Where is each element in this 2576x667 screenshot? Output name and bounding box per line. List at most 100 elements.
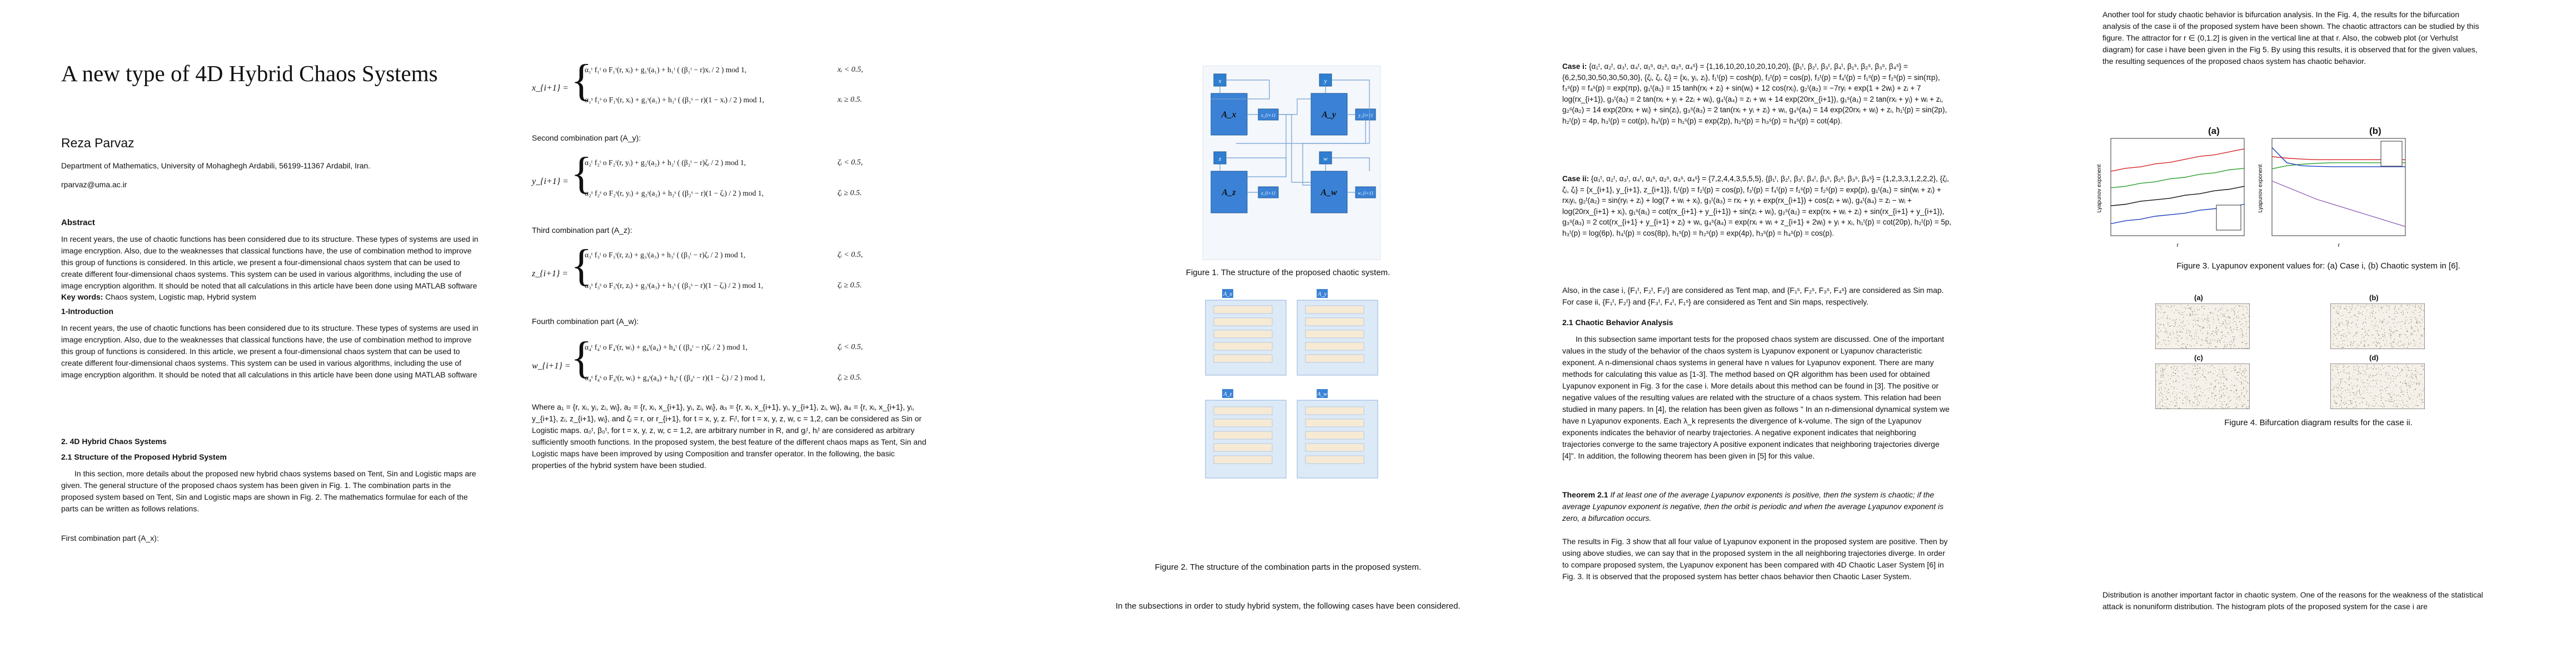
theorem: Theorem 2.1 If at least one of the avera… — [1562, 489, 1951, 524]
bifurcation-point — [2379, 342, 2380, 344]
bifurcation-point — [2189, 323, 2190, 324]
fig2-panel-az: A_z — [1205, 389, 1287, 479]
bifurcation-point — [2198, 377, 2199, 379]
bifurcation-point — [2241, 382, 2243, 384]
bifurcation-point — [2201, 332, 2203, 334]
bifurcation-point — [2341, 402, 2343, 403]
results-text: The results in Fig. 3 show that all four… — [1562, 537, 1948, 581]
bifurcation-point — [2409, 377, 2410, 378]
bifurcation-point — [2176, 330, 2177, 331]
bifurcation-point — [2184, 397, 2185, 399]
bifurcation-point — [2164, 406, 2165, 407]
bifurcation-point — [2416, 321, 2418, 322]
bifurcation-point — [2196, 386, 2197, 387]
bifurcation-point — [2209, 321, 2210, 322]
bifurcation-point — [2170, 378, 2171, 379]
bifurcation-point — [2415, 376, 2416, 377]
bifurcation-point — [2163, 369, 2164, 370]
bifurcation-point — [2180, 392, 2181, 393]
bifurcation-point — [2400, 328, 2401, 329]
bifurcation-point — [2346, 323, 2348, 325]
bifurcation-point — [2158, 337, 2159, 339]
section-2-1-chaotic-heading: 2.1 Chaotic Behavior Analysis — [1562, 318, 1673, 327]
bifurcation-point — [2243, 306, 2244, 307]
eq-z-line-2: α₃ˢ f₃ˢ o F₃ˢ(r, zᵢ) + g₃ˢ(a₃) + h₃ˢ ( (… — [585, 281, 764, 290]
bifurcation-point — [2231, 330, 2232, 331]
bifurcation-point — [2222, 407, 2223, 409]
bifurcation-point — [2186, 377, 2188, 379]
bifurcation-point — [2175, 373, 2176, 374]
bifurcation-point — [2403, 394, 2404, 395]
bifurcation-point — [2230, 400, 2231, 401]
bifurcation-point — [2171, 367, 2172, 368]
bifurcation-point — [2419, 339, 2420, 340]
bifurcation-point — [2176, 397, 2178, 399]
bifurcation-point — [2221, 325, 2223, 326]
bifurcation-point — [2196, 399, 2198, 400]
bifurcation-point — [2375, 341, 2376, 342]
bifurcation-point — [2365, 306, 2366, 307]
bifurcation-point — [2364, 346, 2365, 347]
case-ii-text: {α₁ᵗ, α₂ᵗ, α₃ᵗ, α₄ᵗ, α₁ˢ, α₂ˢ, α₃ˢ, α₄ˢ}… — [1562, 175, 1951, 237]
bifurcation-point — [2241, 306, 2243, 307]
bifurcation-point — [2184, 311, 2185, 312]
section-2-heading: 2. 4D Hybrid Chaos Systems — [61, 437, 167, 446]
bifurcation-point — [2207, 327, 2208, 328]
chaotic-analysis-text: In this subsection same important tests … — [1562, 335, 1950, 460]
bifurcation-point — [2238, 317, 2239, 318]
bifurcation-point — [2354, 385, 2355, 386]
bifurcation-point — [2339, 308, 2340, 310]
bifurcation-point — [2406, 384, 2407, 385]
bifurcation-point — [2208, 308, 2209, 309]
bifurcation-point — [2336, 396, 2337, 397]
bifurcation-point — [2334, 307, 2335, 308]
bifurcation-point — [2169, 334, 2170, 335]
bifurcation-point — [2399, 334, 2400, 335]
bifurcation-point — [2335, 335, 2336, 336]
bifurcation-point — [2358, 313, 2359, 314]
bifurcation-point — [2399, 387, 2400, 388]
figure-2-caption: Figure 2. The structure of the combinati… — [1154, 563, 1422, 572]
bifurcation-point — [2176, 402, 2178, 404]
bifurcation-point — [2176, 337, 2177, 339]
bifurcation-point — [2223, 385, 2224, 386]
intro-text: In recent years, the use of chaotic func… — [61, 323, 479, 379]
bifurcation-point — [2344, 344, 2345, 345]
eq-y-cond-2: ζᵢ ≥ 0.5. — [838, 189, 862, 197]
bifurcation-point — [2345, 403, 2346, 404]
bifurcation-point — [2408, 367, 2409, 369]
bifurcation-point — [2355, 347, 2356, 349]
bifurcation-point — [2221, 332, 2223, 333]
bifurcation-point — [2338, 372, 2339, 374]
fig4-panel-a-title: (a) — [2194, 293, 2203, 302]
bifurcation-point — [2160, 312, 2161, 313]
bifurcation-point — [2409, 344, 2410, 345]
bifurcation-point — [2338, 388, 2339, 389]
paper-title: A new type of 4D Hybrid Chaos Systems — [61, 61, 438, 86]
bifurcation-point — [2215, 404, 2216, 405]
bifurcation-point — [2419, 315, 2420, 316]
bifurcation-point — [2181, 344, 2182, 345]
bifurcation-point — [2241, 347, 2243, 349]
bifurcation-point — [2391, 318, 2393, 320]
bifurcation-point — [2419, 383, 2420, 384]
bifurcation-point — [2411, 382, 2412, 383]
bifurcation-point — [2407, 312, 2408, 313]
bifurcation-point — [2339, 405, 2340, 406]
bifurcation-point — [2161, 375, 2162, 376]
bifurcation-point — [2241, 394, 2243, 395]
bifurcation-point — [2414, 345, 2415, 346]
bifurcation-point — [2391, 347, 2393, 348]
bifurcation-point — [2423, 368, 2424, 369]
bifurcation-point — [2420, 323, 2421, 324]
bifurcation-point — [2336, 388, 2338, 389]
bifurcation-point — [2359, 391, 2360, 392]
bifurcation-point — [2398, 309, 2399, 310]
block-aw-label: A_w — [1320, 188, 1337, 197]
author-email: rparvaz@uma.ac.ir — [61, 180, 127, 189]
bifurcation-point — [2396, 367, 2398, 368]
bifurcation-point — [2389, 326, 2390, 327]
bifurcation-point — [2356, 386, 2358, 387]
bifurcation-point — [2181, 366, 2183, 367]
fig2-panel-ay: A_y — [1297, 289, 1378, 376]
